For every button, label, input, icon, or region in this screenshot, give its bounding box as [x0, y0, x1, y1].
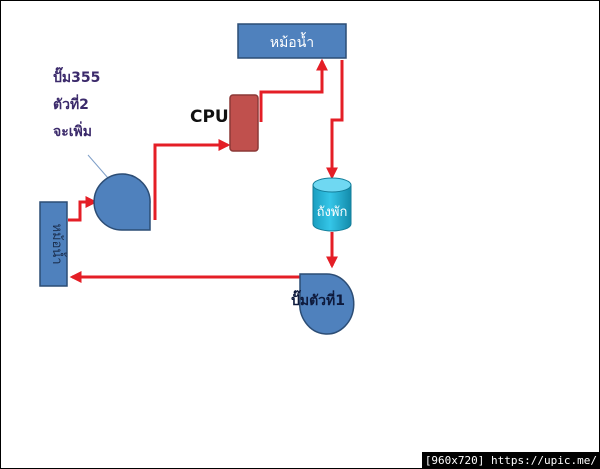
pipe-cpu-to-radiator-top — [259, 58, 328, 122]
radiator-left — [39, 201, 68, 287]
pump2-shape — [93, 173, 151, 231]
note-line-1: ปั๊ม355 — [53, 66, 100, 86]
radiator-top — [237, 23, 347, 59]
note-line-2: ตัวที่2 — [53, 94, 89, 113]
pipe-radiator-left-to-pump2 — [68, 196, 98, 222]
tank-body — [312, 184, 352, 232]
image-host-watermark: [960x720] https://upic.me/ — [421, 452, 600, 469]
pump1-shape — [299, 273, 355, 335]
tank-label: ถังพัก — [317, 205, 348, 220]
note-line-3: จะเพิ่ม — [53, 121, 92, 140]
tank-top — [312, 177, 352, 193]
cpu-label: CPU — [190, 107, 229, 127]
pipe-radiator-top-to-tank — [326, 60, 344, 180]
radiator-left-label: หม้อน้ำ — [49, 223, 67, 264]
radiator-top-label: หม้อน้ำ — [270, 32, 314, 51]
note-pointer-line — [87, 154, 109, 179]
pipe-pump2-to-cpu — [153, 139, 231, 220]
cpu-block — [229, 94, 259, 152]
pump1-label: ปั๊มตัวที่1 — [291, 289, 345, 309]
